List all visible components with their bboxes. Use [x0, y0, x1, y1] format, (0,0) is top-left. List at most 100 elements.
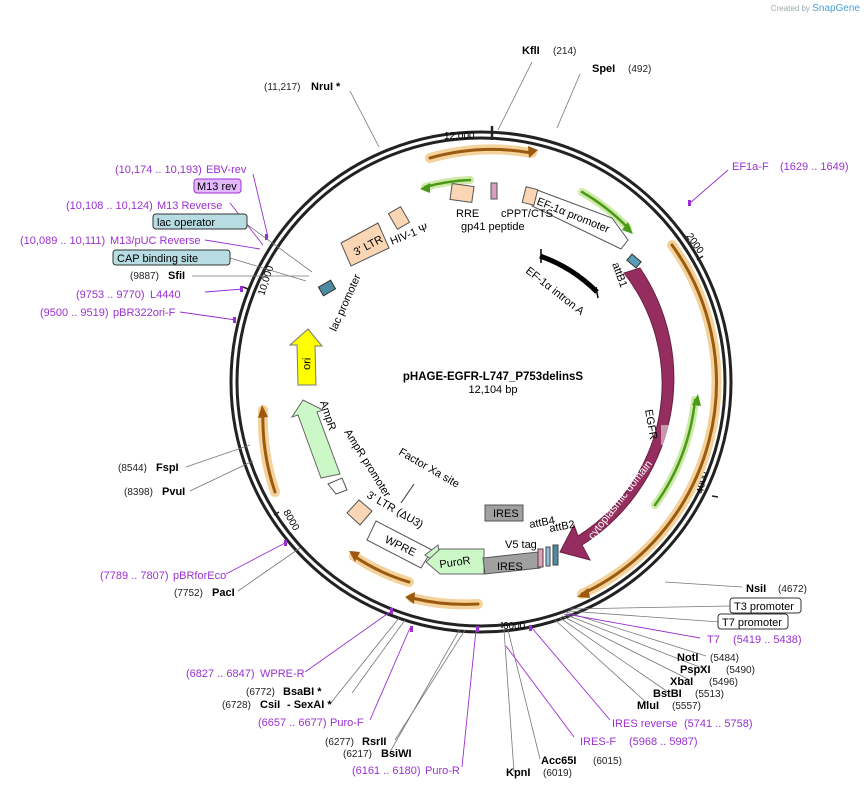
enzyme-rsrii-pos: (6277) [325, 737, 354, 748]
enzyme-sfii: SfiI [168, 270, 185, 282]
cppt-label: cPPT/CTS [501, 208, 553, 220]
enzyme-spei-pos: (492) [628, 64, 651, 75]
ltr-du3-label: 3' LTR (ΔU3) [365, 489, 426, 531]
primer-l4440-pos: (9753 .. 9770) [76, 289, 145, 301]
enzyme-kpni-pos: (6019) [543, 768, 572, 779]
enzyme-fspi: FspI [156, 462, 179, 474]
primer-ebv-rev-pos: (10,174 .. 10,193) [115, 164, 202, 176]
enzyme-spei: SpeI [592, 63, 615, 75]
ltr-du3-shape [346, 499, 373, 526]
egfr-mutation-marker [661, 425, 673, 445]
primer-ebv-rev: EBV-rev [206, 164, 247, 176]
primer-m13-rev: M13 rev [197, 181, 237, 193]
boxed-leader-lines [229, 222, 731, 623]
enzyme-mlui-pos: (5557) [672, 701, 701, 712]
primer-ires-f: IRES-F [580, 736, 616, 748]
green-arrowheads [420, 183, 701, 406]
enzyme-sexai: - SexAI * [287, 699, 332, 711]
enzyme-mlui: MluI [637, 700, 659, 712]
t3-promoter-label: T3 promoter [734, 601, 794, 613]
gp41-label: gp41 peptide [461, 221, 525, 233]
lac-promoter-marker [317, 279, 337, 297]
backbone-outer-ring [229, 130, 733, 634]
primer-m13-reverse: M13 Reverse [157, 200, 222, 212]
enzyme-leader-lines [185, 61, 743, 773]
ampr-arrow [290, 399, 341, 479]
enzyme-bsabi: BsaBI * [283, 686, 322, 698]
enzyme-pvui-pos: (8398) [124, 487, 153, 498]
enzyme-csii: CsiI [260, 699, 280, 711]
primer-m13puc-reverse-pos: (10,089 .. 10,111) [20, 235, 105, 247]
primer-pbrforeco: pBRforEco [173, 570, 226, 582]
enzyme-nrui-pos: (11,217) [264, 82, 301, 93]
snapgene-brand: Created by SnapGene [771, 3, 860, 14]
attb2-marker [552, 544, 559, 566]
attb4-label: attB4 [528, 515, 555, 531]
primer-ires-reverse: IRES reverse [612, 718, 677, 730]
enzyme-rsrii: RsrII [362, 736, 386, 748]
primer-ires-f-pos: (5968 .. 5987) [629, 736, 698, 748]
enzyme-csii-pos: (6728) [222, 700, 251, 711]
primer-t7-pos: (5419 .. 5438) [733, 634, 802, 646]
primer-pbr322ori-f: pBR322ori-F [113, 307, 176, 319]
lac-operator-box [152, 213, 248, 230]
primer-puro-r: Puro-R [425, 765, 460, 777]
enzyme-nsii-pos: (4672) [778, 584, 807, 595]
rre-label: RRE [456, 208, 479, 220]
attb4-marker [545, 546, 551, 567]
attb2-label: attB2 [548, 519, 575, 535]
enzyme-pvui: PvuI [162, 486, 185, 498]
ires-inner-shape [484, 504, 524, 522]
ori-label: ori [301, 357, 313, 370]
enzyme-acc65i-pos: (6015) [593, 756, 622, 767]
primer-puro-r-pos: (6161 .. 6180) [352, 765, 421, 777]
lac-promoter-label: lac promoter [328, 272, 364, 333]
enzyme-paci-pos: (7752) [174, 588, 203, 599]
enzyme-bsabi-pos: (6772) [246, 687, 275, 698]
gp41-box [490, 182, 498, 200]
tick-6000: 6000 [503, 621, 526, 632]
primer-ef1a-f-pos: (1629 .. 1649) [780, 161, 849, 173]
t7-promoter-label: T7 promoter [722, 617, 782, 629]
enzyme-noti: NotI [677, 652, 698, 664]
primer-leader-lines [179, 169, 729, 768]
primer-wpre-r-pos: (6827 .. 6847) [186, 668, 255, 680]
ampr-promoter-label: AmpR promoter [341, 427, 392, 499]
egfr-label: EGFR [642, 408, 659, 440]
primer-m13-reverse-pos: (10,108 .. 10,124) [66, 200, 153, 212]
snapgene-logo-text: SnapGene [812, 3, 860, 14]
enzyme-nrui: NruI * [311, 81, 341, 93]
attb1-marker [626, 253, 642, 269]
cap-binding-site-box [112, 249, 231, 266]
rre-box [449, 182, 475, 204]
enzyme-acc65i: Acc65I [541, 755, 576, 767]
primer-pbrforeco-pos: (7789 .. 7807) [100, 570, 169, 582]
orf-arrowheads [258, 146, 590, 604]
tick-8000: 8000 [280, 508, 301, 533]
enzyme-fspi-pos: (8544) [118, 463, 147, 474]
ef1a-intron-arc [539, 253, 599, 294]
ltr3-shape [340, 222, 390, 267]
tick-marks [242, 255, 719, 628]
enzyme-noti-pos: (5484) [710, 653, 739, 664]
egfr-cytoplasmic-label: cytoplasmic domain [586, 458, 655, 542]
enzyme-bsiwi-pos: (6217) [343, 749, 372, 760]
ires-outer-shape [482, 551, 541, 575]
egfr-arrow [559, 267, 675, 561]
backbone-inner-ring [235, 136, 727, 628]
enzyme-xbai-pos: (5496) [709, 677, 738, 688]
ires-inner-label: IRES [493, 508, 519, 520]
enzyme-pspxi-pos: (5490) [726, 665, 755, 676]
plasmid-name: pHAGE-EGFR-L747_P753delinsS [403, 371, 584, 383]
created-by-text: Created by [770, 4, 810, 13]
enzyme-bstbi: BstBI [653, 688, 682, 700]
ori-arrow [288, 328, 324, 386]
primer-m13puc-reverse: M13/pUC Reverse [110, 235, 200, 247]
enzyme-paci: PacI [212, 587, 235, 599]
enzyme-xbai: XbaI [670, 676, 693, 688]
t7-promoter-box [717, 613, 789, 630]
primer-puro-f-pos: (6657 .. 6677) [258, 717, 327, 729]
enzyme-pspxi: PspXI [680, 664, 711, 676]
primer-m13-rev-box [193, 178, 242, 194]
primer-l4440: L4440 [150, 289, 181, 301]
